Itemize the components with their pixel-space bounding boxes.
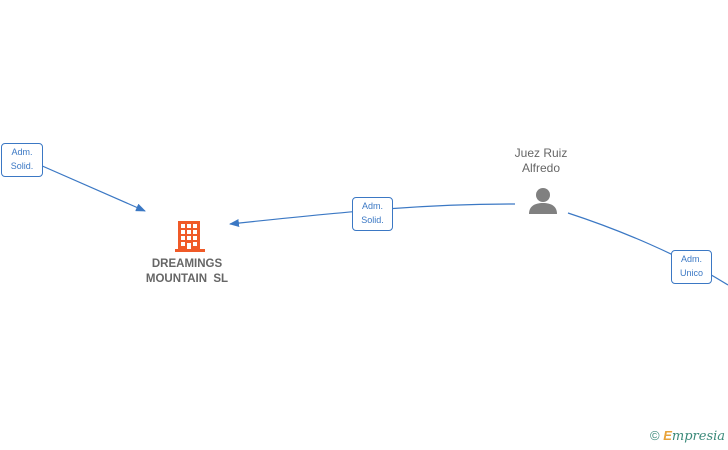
person-name-line1: Juez Ruiz (514, 146, 568, 160)
company-name-line2: MOUNTAIN SL (145, 273, 229, 285)
empresia-watermark: © Empresia (650, 428, 725, 444)
copyright-symbol: © (650, 428, 660, 443)
person-name-line2: Alfredo (521, 161, 561, 175)
edge-label-line2: Solid. (361, 215, 384, 225)
watermark-brand: mpresia (671, 429, 726, 444)
edge-label-line1: Adm. (11, 147, 33, 157)
edge-label-line2: Unico (679, 268, 703, 278)
edge-label-unico-right[interactable]: Adm. Unico (671, 250, 712, 284)
edge-line-solid-left (39, 164, 146, 212)
building-icon[interactable] (175, 221, 205, 252)
company-name[interactable]: DREAMINGS MOUNTAIN SL (122, 257, 252, 287)
edge-label-solid-middle[interactable]: Adm. Solid. (352, 197, 393, 231)
company-name-line1: DREAMINGS (151, 258, 223, 270)
person-icon[interactable] (529, 188, 557, 214)
edge-label-line2: Solid. (10, 161, 34, 171)
person-name[interactable]: Juez Ruiz Alfredo (490, 146, 592, 176)
edge-label-solid-left[interactable]: Adm. Solid. (1, 143, 43, 177)
edge-label-line1: Adm. (361, 201, 383, 211)
watermark-logo-e: E (663, 428, 672, 443)
edge-label-line1: Adm. (680, 254, 702, 264)
